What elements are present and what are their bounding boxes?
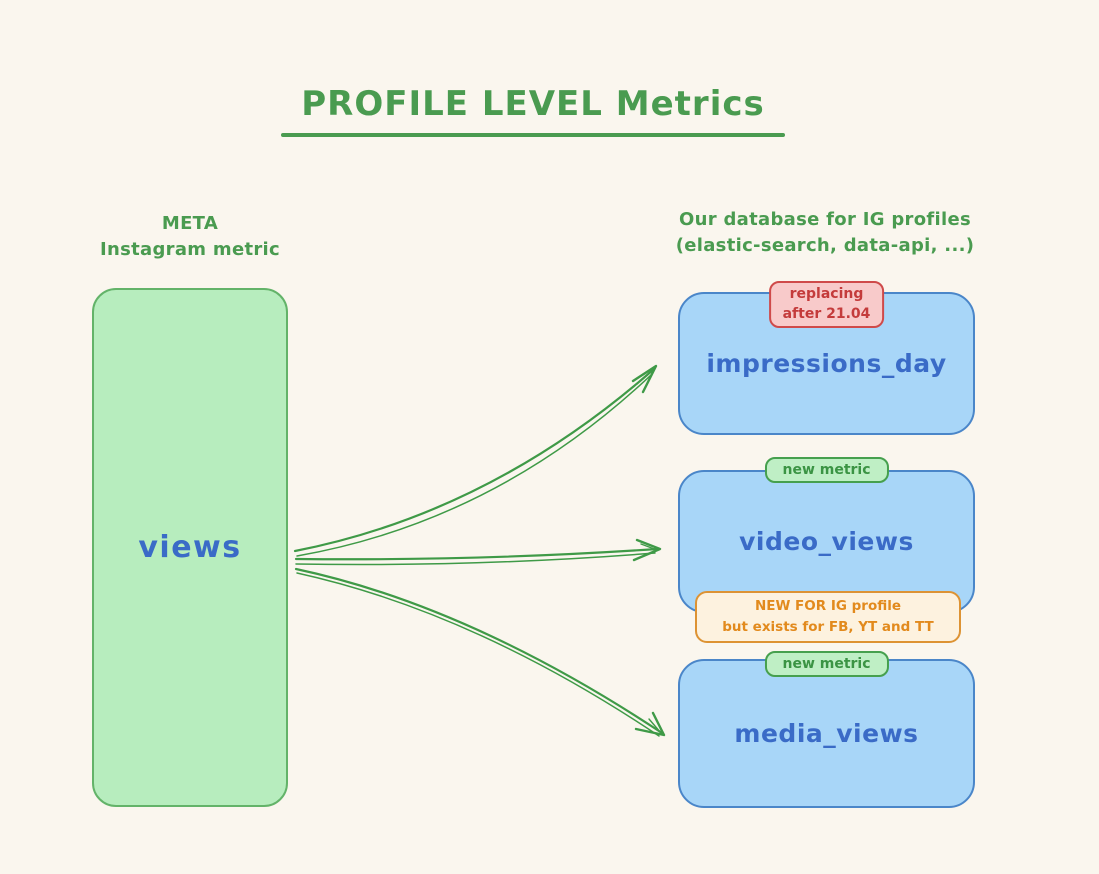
badge-replacing-line-2: after 21.04 (782, 305, 871, 322)
node-media-views: new metric media_views (678, 651, 975, 808)
badge-new-metric-media: new metric (764, 651, 889, 677)
right-header-line-2: (elastic-search, data-api, ...) (675, 235, 975, 257)
arrow-views-to-impressions-day (293, 364, 658, 557)
page-title: PROFILE LEVEL Metrics (301, 84, 765, 124)
note-line-1: NEW FOR IG profile (754, 598, 902, 614)
right-column-header: Our database for IG profiles (elastic-se… (640, 207, 1010, 259)
node-views-label: views (138, 530, 242, 565)
node-video-views: new metric video_views (678, 457, 975, 613)
note-new-for-ig-profile: NEW FOR IG profile but exists for FB, YT… (695, 591, 961, 643)
badge-replacing-line-1: replacing (789, 286, 864, 302)
left-header-line-1: META (161, 213, 219, 234)
right-header-line-1: Our database for IG profiles (679, 209, 971, 230)
arrow-views-to-media-views (294, 567, 666, 737)
left-header-line-2: Instagram metric (100, 239, 280, 261)
node-impressions-day-label: impressions_day (706, 349, 947, 378)
left-column-header: META Instagram metric (40, 211, 340, 263)
arrow-views-to-video-views (294, 538, 662, 566)
node-views: views (92, 288, 288, 807)
node-media-views-label: media_views (734, 719, 919, 748)
title-underline (281, 133, 785, 137)
note-line-2: but exists for FB, YT and TT (722, 618, 934, 635)
badge-replacing-after: replacing after 21.04 (768, 281, 885, 329)
badge-new-metric-video: new metric (764, 457, 889, 483)
node-impressions-day: replacing after 21.04 impressions_day (678, 281, 975, 435)
node-video-views-label: video_views (739, 527, 914, 556)
